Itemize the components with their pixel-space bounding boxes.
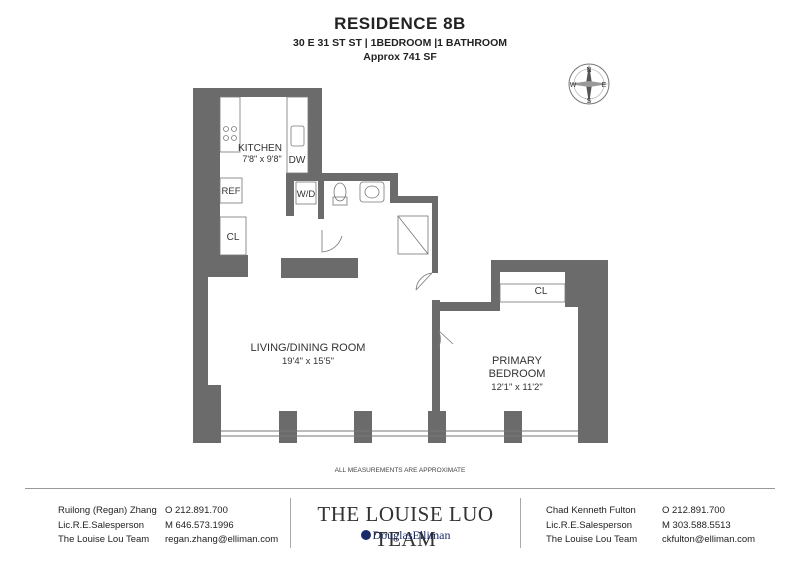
closet-label-1: CL — [227, 232, 240, 243]
window-lines — [221, 430, 578, 437]
kitchen-fixtures — [219, 96, 566, 349]
footer-divider-left — [290, 498, 291, 548]
agent2-license: Lic.R.E.Salesperson — [546, 519, 633, 531]
agent1-info: Ruilong (Regan) Zhang Lic.R.E.Salesperso… — [58, 504, 157, 548]
bedroom-label-2: BEDROOM — [489, 368, 546, 380]
living-label: LIVING/DINING ROOM — [251, 342, 366, 354]
compass-w: W — [570, 82, 577, 89]
brand-logo-icon — [360, 530, 371, 540]
team-name: THE LOUISE LUO TEAM — [317, 502, 494, 551]
agent1-license: Lic.R.E.Salesperson — [58, 519, 145, 531]
ref-label: REF — [222, 186, 241, 197]
dw-label: DW — [289, 155, 306, 166]
closet-label-2: CL — [535, 286, 548, 297]
plan-title: RESIDENCE 8B — [334, 14, 466, 33]
agent2-info: Chad Kenneth Fulton Lic.R.E.Salesperson … — [546, 504, 637, 548]
agent2-office: O 212.891.700 — [662, 505, 725, 516]
agent2-team: The Louise Lou Team — [546, 534, 638, 545]
compass-n: N — [586, 67, 591, 74]
living-dims: 19'4" x 15'5" — [282, 356, 334, 367]
agent1-name: Ruilong (Regan) Zhang — [58, 505, 157, 516]
agent1-contact: O 212.891.700 M 646.573.1996 regan.zhang… — [165, 504, 278, 548]
agent2-contact: O 212.891.700 M 303.588.5513 ckfulton@el… — [662, 504, 755, 548]
agent2-name: Chad Kenneth Fulton — [546, 505, 636, 516]
measurement-note: ALL MEASUREMENTS ARE APPROXIMATE — [334, 467, 466, 474]
agent1-team: The Louise Lou Team — [58, 534, 150, 545]
bedroom-label-1: PRIMARY — [492, 355, 543, 367]
wd-label: W/D — [297, 189, 316, 200]
agent1-mobile: M 646.573.1996 — [165, 519, 234, 531]
brand-logo: DouglasElliman — [291, 528, 520, 543]
agent2-email[interactable]: ckfulton@elliman.com — [662, 534, 756, 545]
compass-s: S — [587, 98, 592, 105]
walls — [193, 88, 608, 443]
brand-name: DouglasElliman — [372, 528, 451, 542]
agent1-office: O 212.891.700 — [165, 505, 228, 516]
bedroom-dims: 12'1" x 11'2" — [491, 382, 542, 393]
agent2-mobile: M 303.588.5513 — [662, 519, 731, 531]
area-line: Approx 741 SF — [363, 51, 437, 63]
kitchen-label: KITCHEN — [238, 143, 282, 154]
address-line: 30 E 31 ST ST | 1BEDROOM |1 BATHROOM — [293, 37, 507, 49]
compass-e: E — [602, 82, 607, 89]
footer-divider-right — [520, 498, 521, 548]
kitchen-dims: 7'8" x 9'8" — [242, 154, 281, 164]
compass-icon: N E S W — [568, 63, 610, 105]
floor-plan: N E S W — [193, 63, 610, 443]
footer-divider — [25, 488, 775, 489]
agent1-email[interactable]: regan.zhang@elliman.com — [165, 534, 279, 545]
